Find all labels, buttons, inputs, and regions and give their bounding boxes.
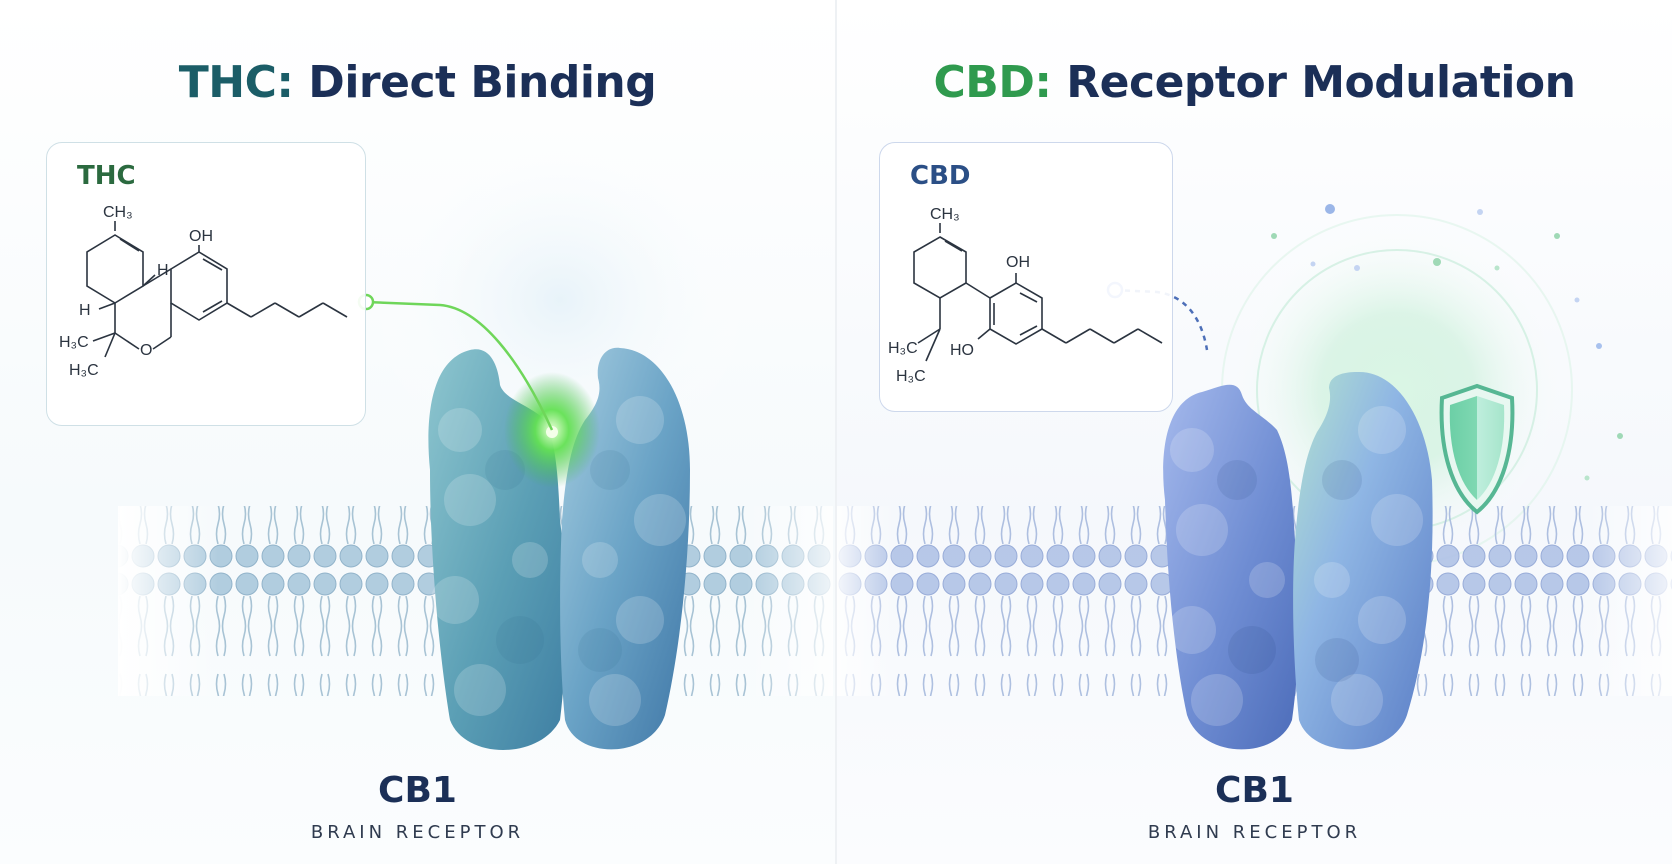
cbd-receptor-subtitle: BRAIN RECEPTOR	[1147, 822, 1362, 843]
shield-icon	[1439, 383, 1515, 515]
cbd-title-rest: Receptor Modulation	[1051, 57, 1576, 109]
thc-h-top-label: H	[157, 262, 169, 279]
particle-dots	[1271, 204, 1623, 481]
cbd-structure: CH₃ OH HO H₃C H₃C	[888, 206, 1163, 385]
cbd-panel: CBD: Receptor Modulation CBD	[837, 0, 1672, 864]
thc-molecule-card: THC	[46, 142, 366, 426]
thc-panel: THC: Direct Binding THC	[0, 0, 835, 864]
cbd-oh-label: OH	[1006, 254, 1030, 271]
cb1-receptor-protein	[428, 347, 690, 750]
thc-molecule-name: THC	[77, 161, 136, 191]
cbd-molecule-card: CBD	[879, 142, 1173, 412]
thc-ch3-label: CH₃	[103, 204, 133, 221]
thc-oh-label: OH	[189, 228, 213, 245]
binding-point	[546, 426, 558, 438]
thc-o-label: O	[140, 342, 152, 359]
cbd-h3c-top-label: H₃C	[888, 340, 918, 357]
thc-h3c-top-label: H₃C	[59, 334, 89, 351]
thc-scene	[118, 120, 833, 750]
thc-h-left-label: H	[79, 302, 91, 319]
panel-divider	[835, 0, 837, 864]
cbd-title-accent: CBD:	[933, 57, 1052, 109]
cbd-molecule-name: CBD	[910, 161, 971, 191]
thc-title-accent: THC:	[178, 57, 294, 109]
cbd-receptor-name: CB1	[1215, 770, 1294, 811]
thc-receptor-name: CB1	[378, 770, 457, 811]
cbd-ho-label: HO	[950, 342, 974, 359]
cbd-h3c-bottom-label: H₃C	[896, 368, 926, 385]
thc-title: THC: Direct Binding	[0, 57, 835, 108]
thc-receptor-subtitle: BRAIN RECEPTOR	[310, 822, 525, 843]
cbd-title: CBD: Receptor Modulation	[837, 57, 1672, 108]
thc-title-rest: Direct Binding	[293, 57, 657, 109]
cb1-receptor-protein	[1163, 371, 1433, 750]
cbd-scene	[837, 204, 1672, 750]
thc-h3c-bottom-label: H₃C	[69, 362, 99, 379]
cbd-ch3-label: CH₃	[930, 206, 960, 223]
thc-structure: CH₃ OH H H O H₃C H₃C	[59, 204, 348, 379]
